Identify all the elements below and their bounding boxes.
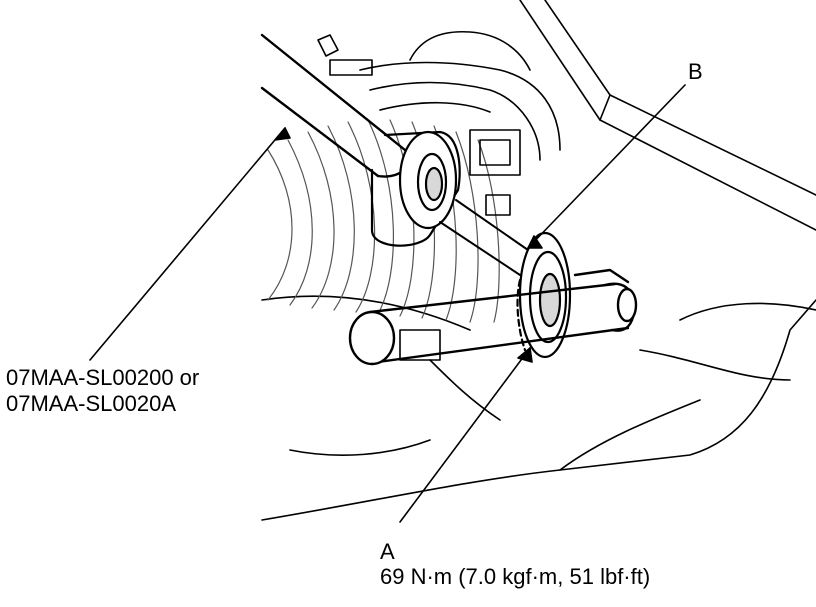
callout-b-letter: B bbox=[688, 59, 703, 84]
wrench-handle bbox=[260, 33, 410, 178]
boot-bellows bbox=[267, 119, 500, 323]
callout-a-torque-spec: 69 N·m (7.0 kgf·m, 51 lbf·ft) bbox=[380, 564, 651, 589]
cross-bar bbox=[348, 268, 638, 366]
tool-number-line-2: 07MAA-SL0020A bbox=[6, 391, 176, 416]
socket-body bbox=[370, 130, 461, 247]
tool-leader-line bbox=[89, 127, 286, 361]
leader-line-b bbox=[527, 84, 686, 249]
tool-number-line-1: 07MAA-SL00200 or bbox=[6, 365, 200, 390]
leader-lines bbox=[89, 84, 686, 523]
extension-bar bbox=[439, 199, 529, 276]
leader-line-a bbox=[399, 347, 531, 523]
flange-nut bbox=[516, 231, 572, 359]
callout-a-letter: A bbox=[380, 539, 395, 564]
hose-cluster bbox=[317, 30, 561, 361]
subframe-outline bbox=[261, 0, 816, 521]
